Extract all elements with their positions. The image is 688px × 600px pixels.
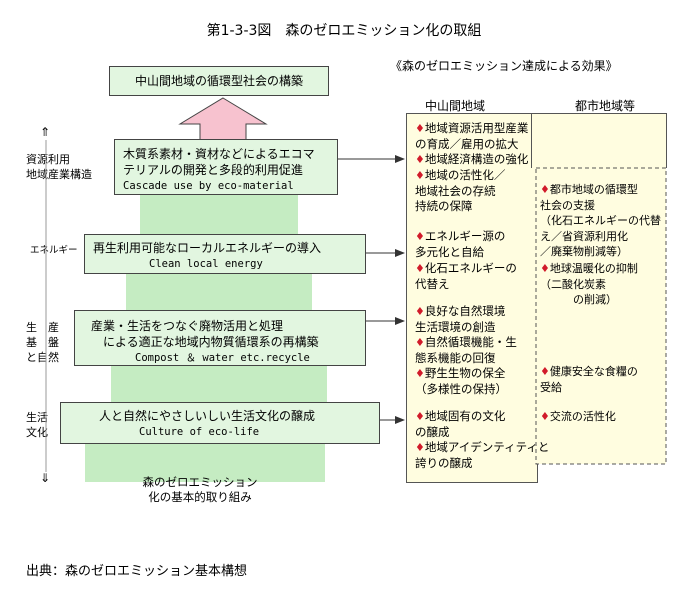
diamond-bullet-icon: ♦ <box>540 410 550 423</box>
diamond-bullet-icon: ♦ <box>415 441 425 454</box>
box-cascade-jp: 木質系素材・資材などによるエコマ テリアルの開発と多段的利用促進 <box>123 147 315 177</box>
diamond-bullet-icon: ♦ <box>415 122 425 135</box>
box-energy-en: Clean local energy <box>149 258 263 270</box>
effect-item: ♦自然循環機能・生 態系機能の回復 <box>415 335 517 365</box>
pyramid-tier-1 <box>140 190 298 240</box>
diamond-bullet-icon: ♦ <box>415 262 425 275</box>
diamond-bullet-icon: ♦ <box>540 183 550 196</box>
urban-panel <box>531 113 667 168</box>
box-cascade-en: Cascade use by eco-material <box>123 180 294 192</box>
diamond-bullet-icon: ♦ <box>415 410 425 423</box>
side-label-life: 生活 文化 <box>26 411 48 439</box>
diamond-bullet-icon: ♦ <box>415 336 425 349</box>
effect-item: ♦地域資源活用型産業 の育成／雇用の拡大 <box>415 121 529 151</box>
diamond-bullet-icon: ♦ <box>415 153 425 166</box>
diamond-bullet-icon: ♦ <box>540 262 550 275</box>
source-note: 出典：森のゼロエミッション基本構想 <box>26 564 248 579</box>
up-arrow-icon: ⇑ <box>40 125 51 139</box>
effect-item: ♦地域アイデンティティと 誇りの醸成 <box>415 440 550 470</box>
box-recycle-en: Compost ＆ water etc.recycle <box>135 352 310 364</box>
upward-pink-arrow <box>178 97 268 142</box>
figure-title: 第1-3-3図 森のゼロエミッション化の取組 <box>206 23 482 39</box>
box-recycle-jp: 産業・生活をつなぐ廃物活用と処理 による適正な地域内物質循環系の再構築 <box>91 319 319 349</box>
box-culture-jp: 人と自然にやさしいしい生活文化の醸成 <box>99 409 316 423</box>
urban-effect-item: ♦地球温暖化の抑制 （二酸化炭素 の削減） <box>540 262 638 306</box>
box-energy: 再生利用可能なローカルエネルギーの導入 Clean local energy <box>84 234 366 274</box>
pyramid-tier-3 <box>111 366 327 406</box>
diamond-bullet-icon: ♦ <box>415 230 425 243</box>
effect-item: ♦良好な自然環境 生活環境の創造 <box>415 304 506 334</box>
box-cascade: 木質系素材・資材などによるエコマ テリアルの開発と多段的利用促進 Cascade… <box>114 139 338 195</box>
column-header-mountain: 中山間地域 <box>425 99 486 113</box>
effect-item: ♦エネルギー源の 多元化と自給 <box>415 229 506 259</box>
diamond-bullet-icon: ♦ <box>540 365 550 378</box>
effect-item: ♦地域の活性化／ 地域社会の存続 持続の保障 <box>415 168 506 213</box>
effect-item: ♦化石エネルギーの 代替え <box>415 261 517 291</box>
urban-effect-item: ♦健康安全な食糧の 受給 <box>540 365 638 394</box>
box-culture-en: Culture of eco-life <box>139 426 260 438</box>
diamond-bullet-icon: ♦ <box>415 305 425 318</box>
column-header-urban: 都市地域等 <box>575 99 636 113</box>
box-energy-jp: 再生利用可能なローカルエネルギーの導入 <box>93 241 322 255</box>
box-culture: 人と自然にやさしいしい生活文化の醸成 Culture of eco-life <box>60 402 380 444</box>
pyramid-tier-4 <box>85 440 325 482</box>
urban-dashed-region <box>535 167 667 465</box>
effects-panel <box>406 113 538 483</box>
down-arrow-icon: ⇓ <box>40 471 51 485</box>
side-label-production: 生 産 基 盤 と自然 <box>26 321 59 364</box>
pyramid-caption: 森のゼロエミッション 化の基本的取り組み <box>142 475 258 504</box>
side-label-energy: エネルギー <box>30 245 78 256</box>
effect-item: ♦地域経済構造の強化 <box>415 152 529 166</box>
vertical-axis-line <box>45 140 47 472</box>
goal-box-text: 中山間地域の循環型社会の構築 <box>134 74 303 88</box>
effect-item: ♦野生生物の保全 （多様性の保持） <box>415 366 507 396</box>
box-recycle: 産業・生活をつなぐ廃物活用と処理 による適正な地域内物質循環系の再構築 Comp… <box>74 310 366 366</box>
effect-item: ♦地域固有の文化 の醸成 <box>415 409 506 439</box>
side-label-resource: 資源利用 地域産業構造 <box>26 153 92 181</box>
diamond-bullet-icon: ♦ <box>415 367 425 380</box>
diamond-bullet-icon: ♦ <box>415 169 425 182</box>
effects-title: 《森のゼロエミッション達成による効果》 <box>390 59 618 73</box>
urban-effect-item: ♦交流の活性化 <box>540 410 616 423</box>
urban-effect-item: ♦都市地域の循環型 社会の支援 （化石エネルギーの代替 え／省資源利用化 ／廃棄… <box>540 183 661 258</box>
goal-box: 中山間地域の循環型社会の構築 <box>109 66 329 96</box>
pyramid-tier-2 <box>126 270 312 316</box>
